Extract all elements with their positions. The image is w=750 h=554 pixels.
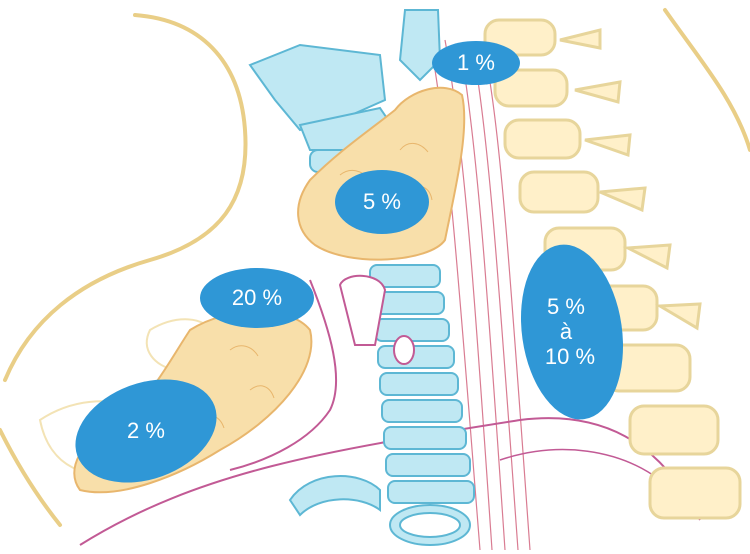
badge-low-label: 2 %: [127, 418, 165, 443]
vertebra: [650, 468, 740, 518]
badge-top-label: 1 %: [457, 50, 495, 75]
badge-thyroid: 5 %: [335, 170, 429, 234]
vertebra: [520, 172, 598, 212]
badge-retro-line-1: 5 %: [547, 294, 585, 319]
tracheal-ring: [384, 427, 466, 449]
badge-retro-line-3: 10 %: [545, 344, 595, 369]
tracheal-ring: [380, 373, 458, 395]
spinous-process: [560, 30, 600, 48]
badge-top: 1 %: [432, 41, 520, 85]
tracheal-ring: [388, 481, 474, 503]
tracheal-ring: [378, 346, 454, 368]
spinous-process: [628, 245, 670, 268]
vertebra: [630, 406, 718, 454]
lower-contour: [0, 430, 60, 525]
back-contour: [665, 10, 750, 150]
badge-mid-label: 20 %: [232, 285, 282, 310]
vessel-end: [394, 336, 414, 364]
spine: [485, 20, 740, 518]
aortic-arch: [290, 476, 380, 515]
spinous-process: [585, 135, 630, 155]
spinous-process: [575, 82, 620, 102]
badge-thyroid-label: 5 %: [363, 189, 401, 214]
tracheal-ring: [386, 454, 470, 476]
vertebra: [505, 120, 580, 158]
tracheal-ring: [382, 400, 462, 422]
spinous-process: [600, 188, 645, 210]
tracheal-ring: [375, 319, 449, 341]
bronchus-lumen: [400, 513, 460, 537]
badge-retro-line-2: à: [560, 319, 573, 344]
spinous-process: [660, 304, 700, 328]
badge-mid: 20 %: [200, 268, 314, 328]
